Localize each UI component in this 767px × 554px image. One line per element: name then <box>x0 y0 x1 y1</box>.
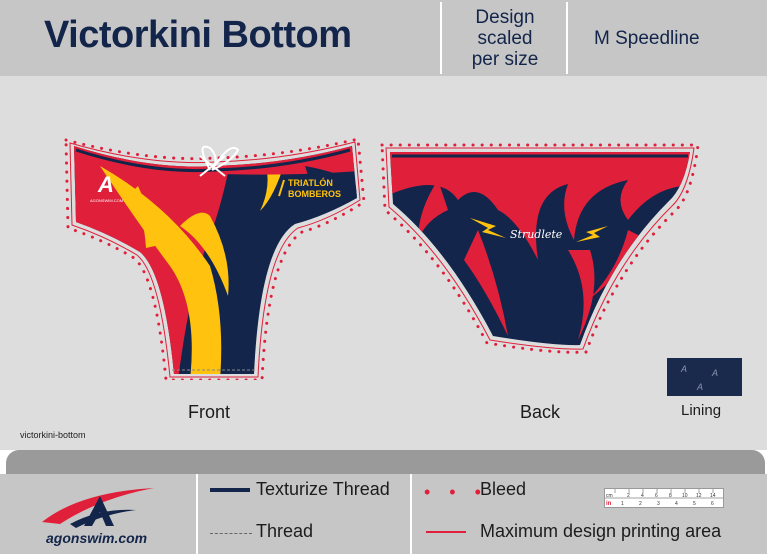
svg-text:12: 12 <box>696 493 702 499</box>
front-garment: A AGONSWIM.COM TRIATLÓN BOMBEROS <box>64 137 366 380</box>
svg-text:3: 3 <box>657 501 660 507</box>
svg-text:6: 6 <box>655 493 658 499</box>
svg-text:cm: cm <box>606 493 613 499</box>
svg-text:BOMBEROS: BOMBEROS <box>288 189 341 199</box>
legend-bar <box>0 474 767 554</box>
bleed-outline <box>64 137 366 380</box>
svg-text:4: 4 <box>641 493 644 499</box>
max-print-outline <box>385 147 695 350</box>
agonswim-logo: agonswim.com <box>42 488 154 546</box>
header-divider <box>440 2 442 74</box>
texturize-thread-swatch <box>210 488 250 492</box>
svg-text:Strudlete: Strudlete <box>510 228 563 241</box>
max-area-swatch <box>426 531 466 533</box>
front-label: Front <box>188 402 231 422</box>
svg-text:8: 8 <box>669 493 672 499</box>
footer-tab <box>6 450 765 474</box>
bleed-label: Bleed <box>480 479 527 499</box>
max-print-outline <box>69 141 361 378</box>
bleed-swatch: • • • <box>424 482 488 502</box>
svg-text:A: A <box>696 382 703 392</box>
svg-text:agonswim.com: agonswim.com <box>46 530 147 546</box>
thread-swatch <box>210 533 252 534</box>
svg-text:2: 2 <box>627 493 630 499</box>
back-label: Back <box>520 402 561 422</box>
svg-text:10: 10 <box>682 493 688 499</box>
thread-label: Thread <box>256 521 314 541</box>
texturize-thread-label: Texturize Thread <box>256 479 390 499</box>
svg-text:in: in <box>606 501 612 507</box>
svg-text:6: 6 <box>711 501 714 507</box>
svg-text:1: 1 <box>621 501 624 507</box>
max-area-label: Maximum design printing area <box>480 521 722 541</box>
file-name: victorkini-bottom <box>20 430 86 440</box>
design-scaled-note: Design scaled per size <box>471 7 539 70</box>
svg-text:A: A <box>97 172 114 197</box>
header-bar <box>0 0 767 76</box>
lining-label: Lining <box>681 402 722 419</box>
svg-text:5: 5 <box>693 501 696 507</box>
header-divider <box>566 2 568 74</box>
legend-divider <box>196 474 198 554</box>
svg-text:A: A <box>680 364 687 374</box>
lining-swatch: A A A <box>667 358 742 396</box>
svg-text:2: 2 <box>639 501 642 507</box>
svg-text:A: A <box>711 368 718 378</box>
page-title: Victorkini Bottom <box>44 14 352 56</box>
svg-text:TRIATLÓN: TRIATLÓN <box>288 177 333 188</box>
back-garment: Strudlete <box>380 143 700 354</box>
design-canvas <box>0 76 767 450</box>
svg-text:AGONSWIM.COM: AGONSWIM.COM <box>90 198 123 203</box>
scale-ruler: cm 2 4 6 8 10 12 14 in 1 2 3 4 5 6 <box>604 488 724 508</box>
svg-text:14: 14 <box>710 493 716 499</box>
legend-divider <box>410 474 412 554</box>
svg-text:4: 4 <box>675 501 678 507</box>
bleed-outline <box>380 143 700 354</box>
size-label: M Speedline <box>594 28 700 49</box>
